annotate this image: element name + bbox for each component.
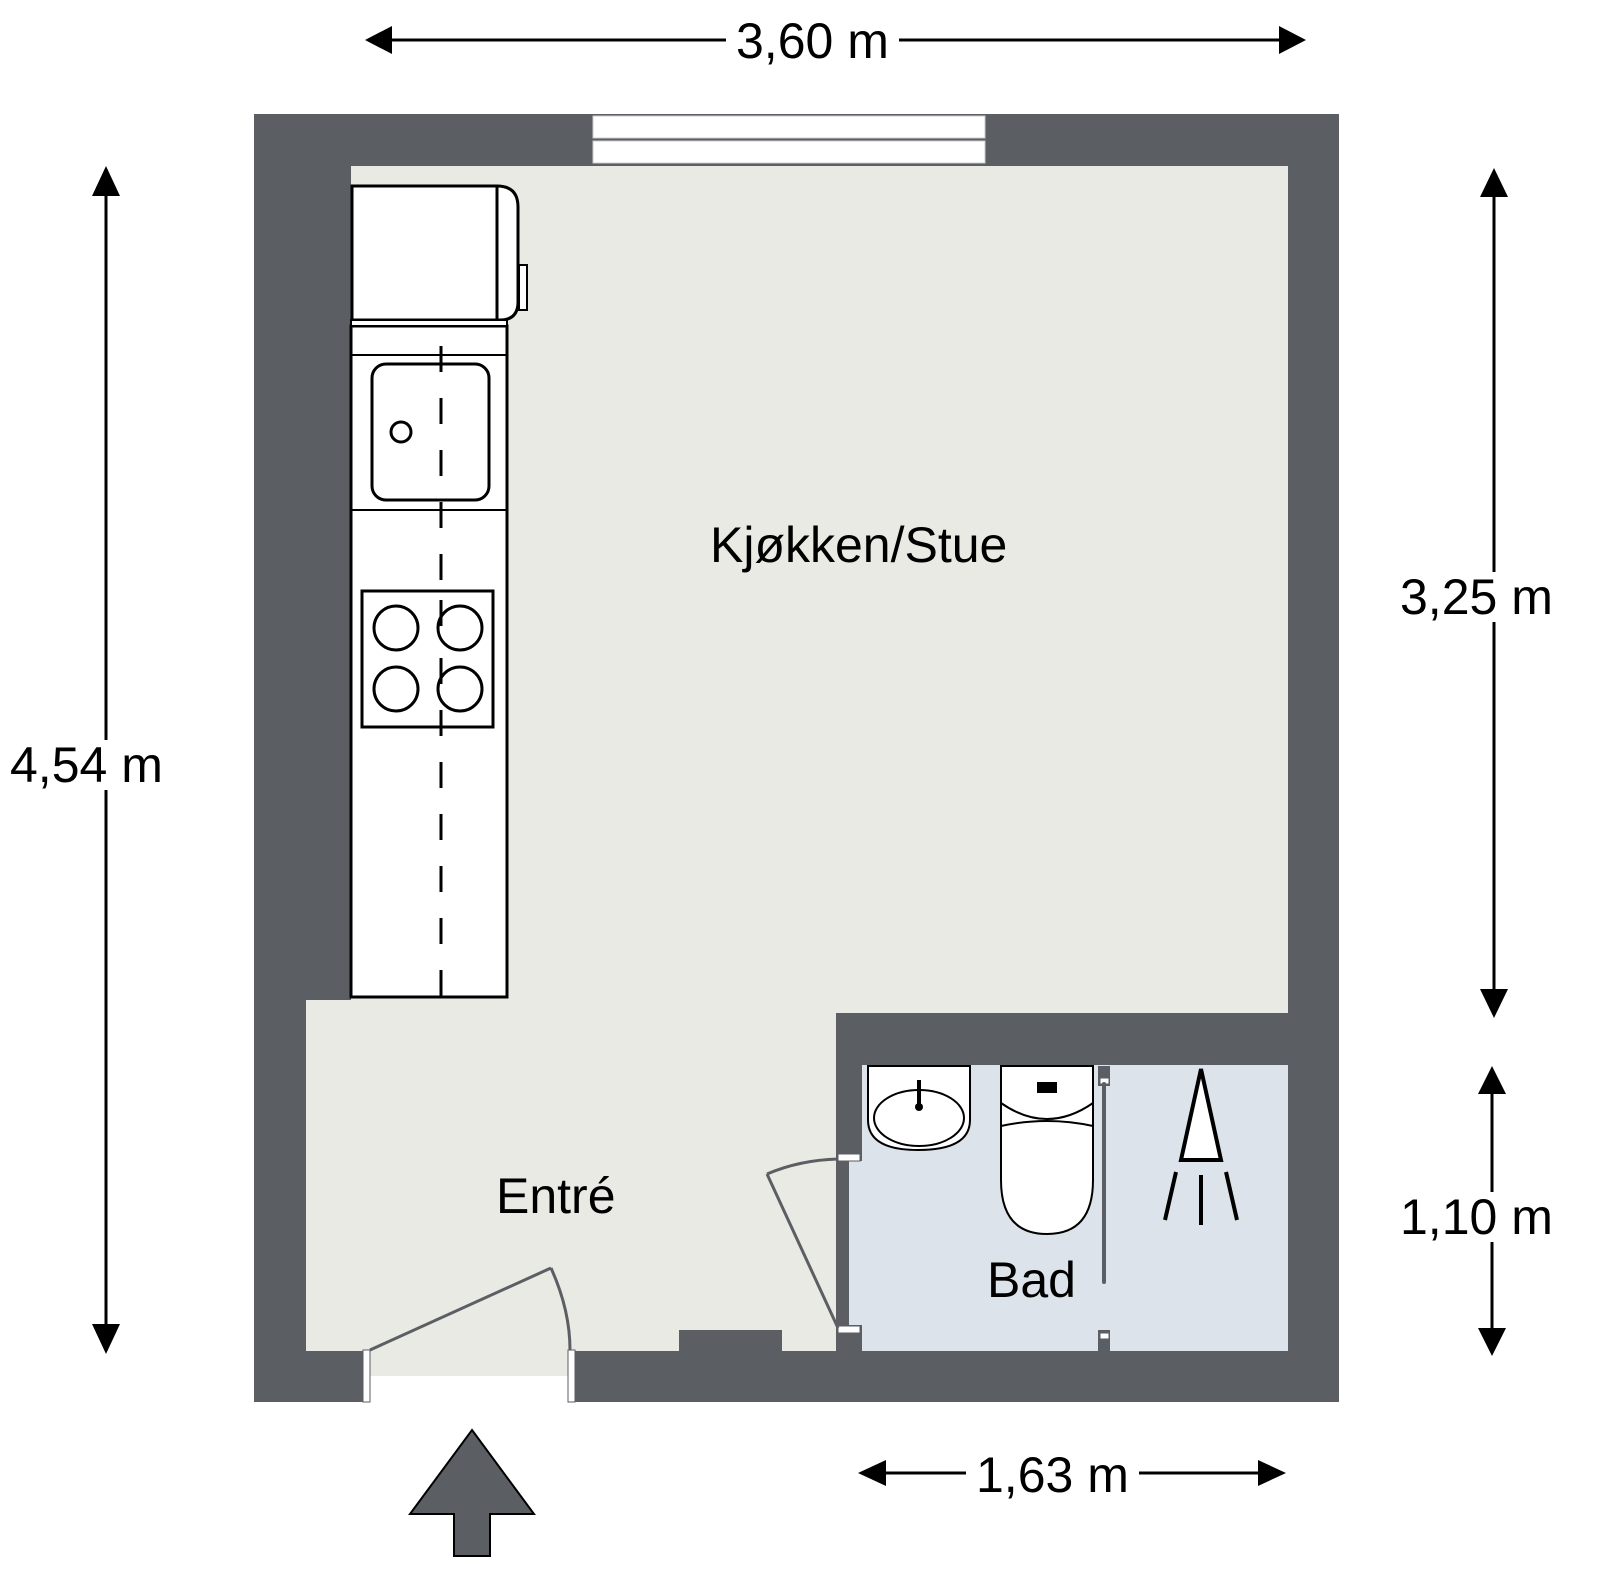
washbasin-icon [867,1065,971,1152]
dimension-right-lower-label: 1,10 m [1390,1192,1563,1242]
floor-main [306,166,1288,1351]
door-jamb [837,1325,861,1334]
window-pane-inner [592,140,986,164]
shower-screen [1098,1066,1110,1352]
sink-icon [351,354,507,511]
door-jamb [837,1153,861,1162]
refrigerator-icon [350,184,528,327]
bathroom-door-swing [766,1157,839,1176]
window-pane-outer [592,115,986,139]
wall-protrusion [679,1330,782,1352]
entrance-jamb-left [362,1349,371,1403]
room-label-kitchen-living: Kjøkken/Stue [710,517,1008,573]
dimension-bottom-label: 1,63 m [966,1450,1139,1500]
bathroom-wall-top [836,1013,1288,1065]
entrance-jamb-right [567,1349,576,1403]
stove-icon [360,589,495,729]
entrance-threshold [365,1351,575,1376]
entrance-door-leaf [369,1266,552,1352]
dimension-top-label: 3,60 m [726,16,899,66]
toilet-icon [1000,1065,1094,1236]
shower-icon [1163,1068,1239,1225]
room-label-bathroom: Bad [987,1252,1076,1308]
entrance-arrow-icon [408,1428,536,1557]
dimension-right-upper-label: 3,25 m [1390,572,1563,622]
entrance-door-swing [549,1267,572,1351]
room-label-entrance: Entré [496,1168,616,1224]
bathroom-wall-left [836,1013,862,1161]
dimension-left-label: 4,54 m [0,740,173,790]
bathroom-door-leaf [765,1173,840,1329]
